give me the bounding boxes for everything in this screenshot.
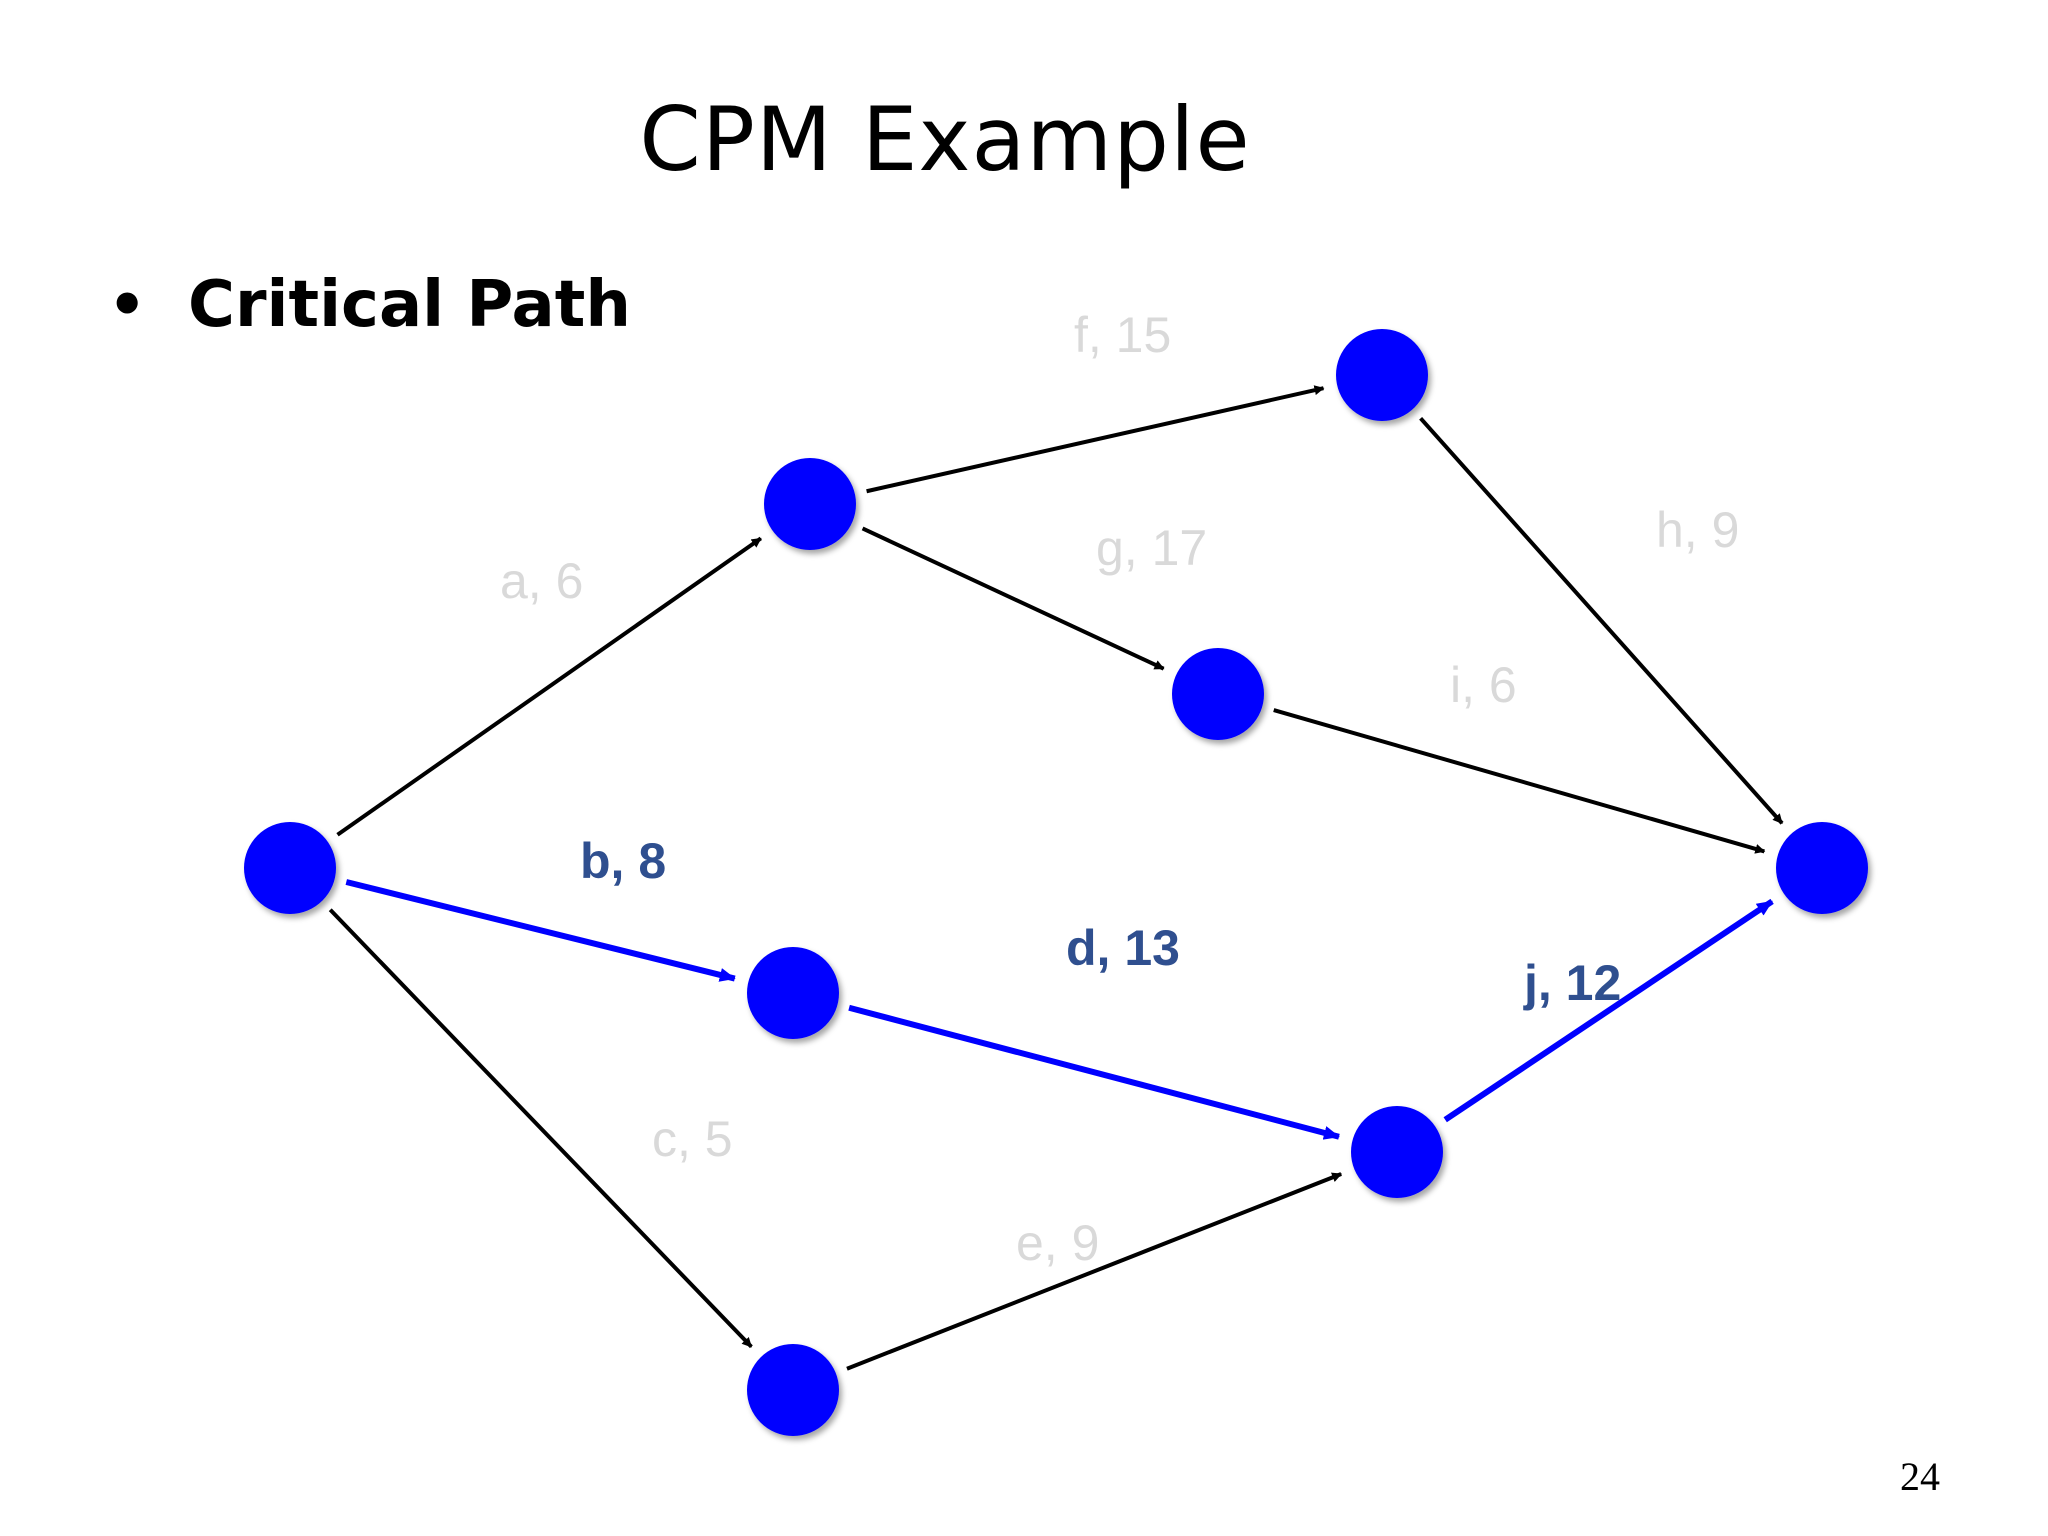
labels-layer: a, 6 b, 8 c, 5 f, 15 g, 17 h, 9 i, 6 d, 13 e, 9 j… <box>500 307 1739 1271</box>
event-node-n_g <box>1172 648 1264 740</box>
activity-arrow-j <box>1443 898 1774 1123</box>
activity-arrow-g <box>861 526 1165 671</box>
activity-label-c: c, 5 <box>652 1111 733 1167</box>
event-node-start <box>244 822 336 914</box>
activity-label-h: h, 9 <box>1656 502 1739 558</box>
bullet-icon: • <box>108 270 147 340</box>
event-node-end <box>1776 822 1868 914</box>
edges-layer <box>328 385 1784 1371</box>
activity-label-g: g, 17 <box>1096 520 1207 576</box>
event-node-n_d <box>1351 1106 1443 1198</box>
slide-title: CPM Example <box>639 88 1251 191</box>
activity-arrow-c <box>328 908 753 1349</box>
activity-arrow-i <box>1273 708 1766 854</box>
activity-arrow-h <box>1419 416 1784 825</box>
activity-label-d: d, 13 <box>1066 920 1180 976</box>
activity-label-b: b, 8 <box>580 833 666 889</box>
event-node-n_f <box>1336 329 1428 421</box>
activity-label-j: j, 12 <box>1523 955 1621 1011</box>
activity-label-f: f, 15 <box>1074 307 1171 363</box>
activity-label-i: i, 6 <box>1450 657 1517 713</box>
activity-arrow-a <box>336 536 762 837</box>
event-node-n_b <box>747 947 839 1039</box>
activity-label-e: e, 9 <box>1016 1215 1099 1271</box>
event-node-n_a <box>764 458 856 550</box>
activity-arrow-d <box>848 1004 1340 1140</box>
activity-arrow-b <box>345 879 736 982</box>
activity-label-a: a, 6 <box>500 553 583 609</box>
page-number: 24 <box>1900 1454 1940 1499</box>
activity-arrow-e <box>846 1172 1343 1371</box>
bullet-text: Critical Path <box>188 268 631 342</box>
activity-arrow-f <box>866 385 1325 494</box>
event-node-n_c <box>747 1344 839 1436</box>
nodes-layer <box>244 329 1868 1436</box>
bullet-item: • Critical Path <box>108 268 631 342</box>
